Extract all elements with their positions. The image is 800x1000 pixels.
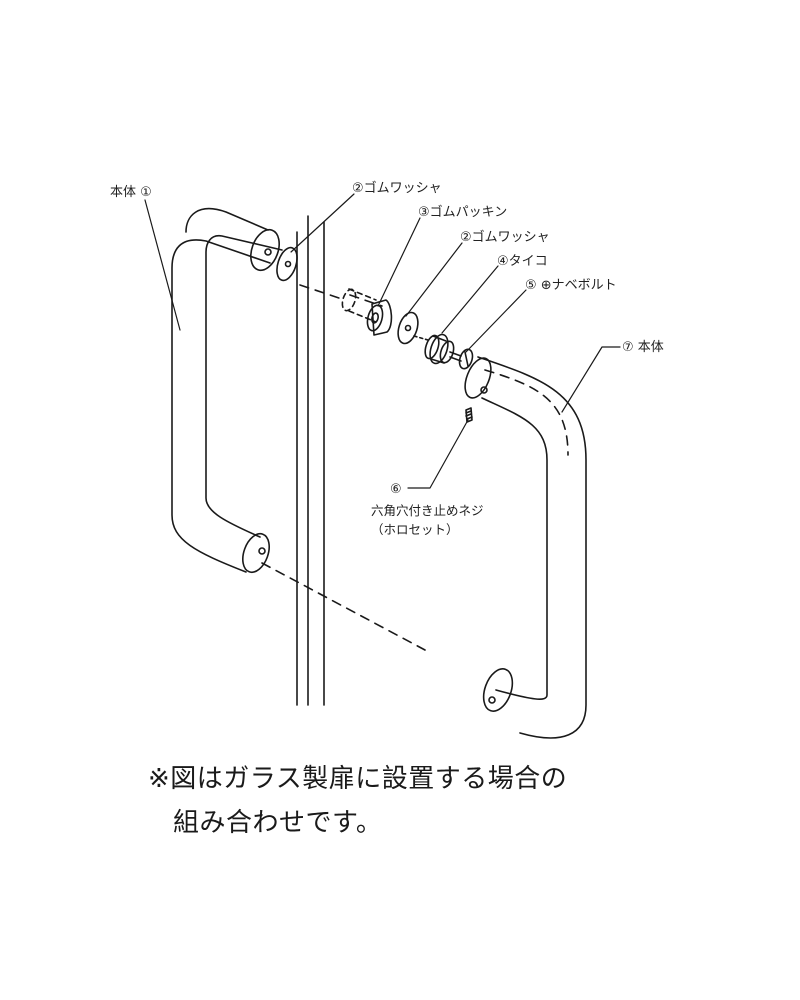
label-part-6-name-2: （ホロセット）: [371, 522, 459, 537]
label-part-4: ④タイコ: [497, 254, 548, 269]
handle-body-right: [464, 356, 587, 739]
part-labels: 本体 ① ②ゴムワッシャ ③ゴムパッキン ②ゴムワッシャ ④タイコ ⑤ ⊕ナベボ…: [110, 180, 664, 537]
rubber-packing-hidden: [341, 288, 377, 323]
rubber-washer-left: [276, 246, 298, 282]
label-part-2b: ②ゴムワッシャ: [460, 229, 550, 245]
leader-lines: [144, 193, 621, 489]
label-part-6: ⑥: [390, 482, 402, 497]
handle-body-left: [171, 207, 283, 574]
label-part-3: ③ゴムパッキン: [418, 204, 507, 220]
label-part-1: 本体 ①: [110, 185, 152, 200]
note-line-2: 組み合わせです。: [173, 808, 383, 838]
label-part-2a: ②ゴムワッシャ: [352, 180, 442, 196]
set-screw: [465, 407, 473, 423]
glass-door-panel: [296, 215, 325, 706]
label-part-7: ⑦ 本体: [622, 340, 664, 355]
label-part-5: ⑤ ⊕ナベボルト: [525, 278, 617, 293]
drum-nut: [413, 333, 455, 365]
assembly-axis-lines: [261, 284, 426, 651]
note-line-1: ※図はガラス製扉に設置する場合の: [148, 764, 568, 794]
label-part-6-name-1: 六角穴付き止めネジ: [371, 503, 484, 518]
rubber-washer-right: [397, 311, 419, 345]
